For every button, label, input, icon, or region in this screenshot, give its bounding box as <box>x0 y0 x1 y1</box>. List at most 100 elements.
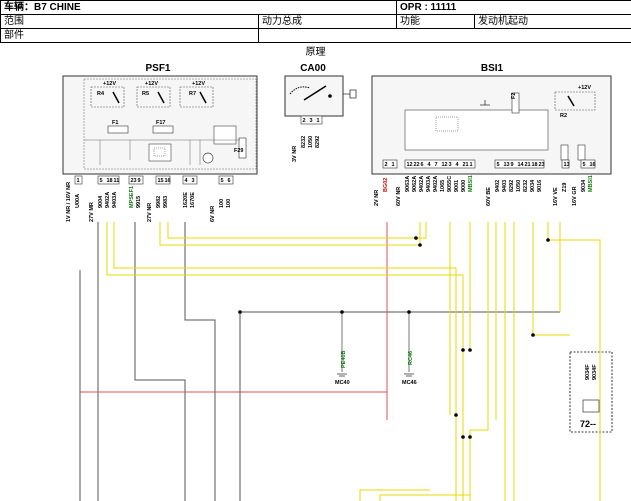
wire-code: 8232 <box>301 136 307 148</box>
wire-code: 9001 <box>454 180 460 192</box>
header-table: 车辆：B7 CHINE OPR : 11111 范围 动力总成 功能 发动机起动… <box>0 0 631 45</box>
wire-code: 9000 <box>461 180 467 192</box>
pin-number: 9 <box>511 162 514 168</box>
connector-housing <box>494 159 545 169</box>
part-label: 部件 <box>0 28 259 43</box>
wire-code: 9982 <box>156 196 162 208</box>
connector-bundle-label: 16V VE <box>553 187 559 206</box>
pin-number: 5 <box>583 162 586 168</box>
pin-number: 21 <box>463 162 469 168</box>
connector-housing <box>182 175 198 185</box>
diagram-caption: 原理 <box>305 47 326 58</box>
connector-bundle-label: 27V MR <box>89 202 95 222</box>
connector-bundle-label: 16V GR <box>572 186 578 206</box>
connector-housing <box>561 159 570 169</box>
wire-code: 9063A <box>405 176 411 192</box>
pin-number: 9 <box>138 178 141 184</box>
pin-number: 14 <box>518 162 525 168</box>
wire-code: 1050 <box>308 136 314 148</box>
bsi1-title: BSI1 <box>481 63 504 74</box>
ground-mc46: RC46 MC46 <box>402 312 417 386</box>
connector-housing <box>580 159 596 169</box>
wire-code: Z19 <box>562 183 568 192</box>
wire-code: 9016 <box>537 180 543 192</box>
svg-text:R2: R2 <box>560 113 567 119</box>
psf1-title: PSF1 <box>145 63 170 74</box>
pin-number: 1 <box>392 162 395 168</box>
svg-text:R5: R5 <box>142 91 149 97</box>
pin-number: 22 <box>414 162 420 168</box>
fuse-f1 <box>107 125 129 134</box>
psf1-module: +12V R4 +12V R5 +12V R7 F1 F17 F29 <box>62 75 258 175</box>
svg-text:PE40B: PE40B <box>341 351 347 368</box>
wire-code: 9034 <box>581 179 587 192</box>
pin-number: 5 <box>221 178 224 184</box>
wire-code: 9402A <box>105 192 111 208</box>
ca00-switch <box>284 75 357 117</box>
pin-number: 4 <box>185 178 189 184</box>
wire-code: 9402 <box>495 180 501 192</box>
pin-number: 18 <box>107 178 113 184</box>
relay-r4: +12V R4 <box>90 81 125 108</box>
pin-number: 12 <box>407 162 413 168</box>
pin-number: 4 <box>456 162 460 168</box>
relay-r2 <box>554 91 596 111</box>
svg-text:9034F: 9034F <box>585 364 591 380</box>
connector-housing <box>300 115 323 125</box>
svg-text:9034F: 9034F <box>592 364 598 380</box>
pin-number: 18 <box>532 162 538 168</box>
wire-code: 9034 <box>530 179 536 192</box>
wire-code: 9983 <box>163 196 169 208</box>
wire-code: MPSEF1 <box>129 186 135 208</box>
svg-text:R4: R4 <box>97 91 105 97</box>
wire-code: 8292 <box>315 136 321 148</box>
wires <box>79 222 601 501</box>
pin-number: 16 <box>165 178 171 184</box>
pin-number: 1 <box>470 162 473 168</box>
svg-text:F1: F1 <box>112 120 118 126</box>
wire-code: 100 <box>219 199 225 208</box>
svg-text:R7: R7 <box>189 91 196 97</box>
ca00-title: CA00 <box>300 63 326 74</box>
pin-number: 23 <box>539 162 545 168</box>
wire-code: 1065 <box>440 180 446 192</box>
svg-text:F17: F17 <box>156 120 165 126</box>
connector-bundle-label: 60V BE <box>486 187 492 206</box>
fuse-f29 <box>238 137 247 159</box>
pin-number: 11 <box>114 178 120 184</box>
wire-code: 9402A <box>433 176 439 192</box>
wire-code: BG02 <box>383 178 389 192</box>
wire-code: 9062A <box>412 176 418 192</box>
pin-number: 1 <box>317 118 320 124</box>
connector-bundle-label: 27V NR <box>147 203 153 222</box>
svg-text:F2: F2 <box>511 93 517 99</box>
wire-code: 9403A <box>112 192 118 208</box>
pin-number: 3 <box>192 178 195 184</box>
svg-text:+12V: +12V <box>145 81 158 87</box>
wire-code: 1050 <box>516 180 522 192</box>
pin-number: 2 <box>385 162 388 168</box>
pin-number: 2 <box>303 118 306 124</box>
wire-code: 9403A <box>426 176 432 192</box>
pin-number: 15 <box>158 178 164 184</box>
svg-text:72--: 72-- <box>580 419 596 429</box>
connector-housing <box>382 159 398 169</box>
svg-text:MC46: MC46 <box>402 380 417 386</box>
pin-number: 5 <box>497 162 500 168</box>
svg-text:+12V: +12V <box>192 81 205 87</box>
wire-code: MBSI1 <box>588 175 594 192</box>
svg-text:RC46: RC46 <box>408 351 414 365</box>
fuse-f19 <box>560 144 569 161</box>
svg-text:+12V: +12V <box>578 85 591 91</box>
svg-text:+12V: +12V <box>103 81 116 87</box>
pin-number: 6 <box>228 178 231 184</box>
pin-number: 13 <box>504 162 510 168</box>
wire-code: 9004 <box>98 195 104 208</box>
wire-code: 1670E <box>190 192 196 208</box>
pin-number: 12 <box>442 162 448 168</box>
fuse-f2 <box>511 92 520 114</box>
connector-housing <box>74 175 83 185</box>
relay-r7: +12V R7 <box>179 81 214 108</box>
